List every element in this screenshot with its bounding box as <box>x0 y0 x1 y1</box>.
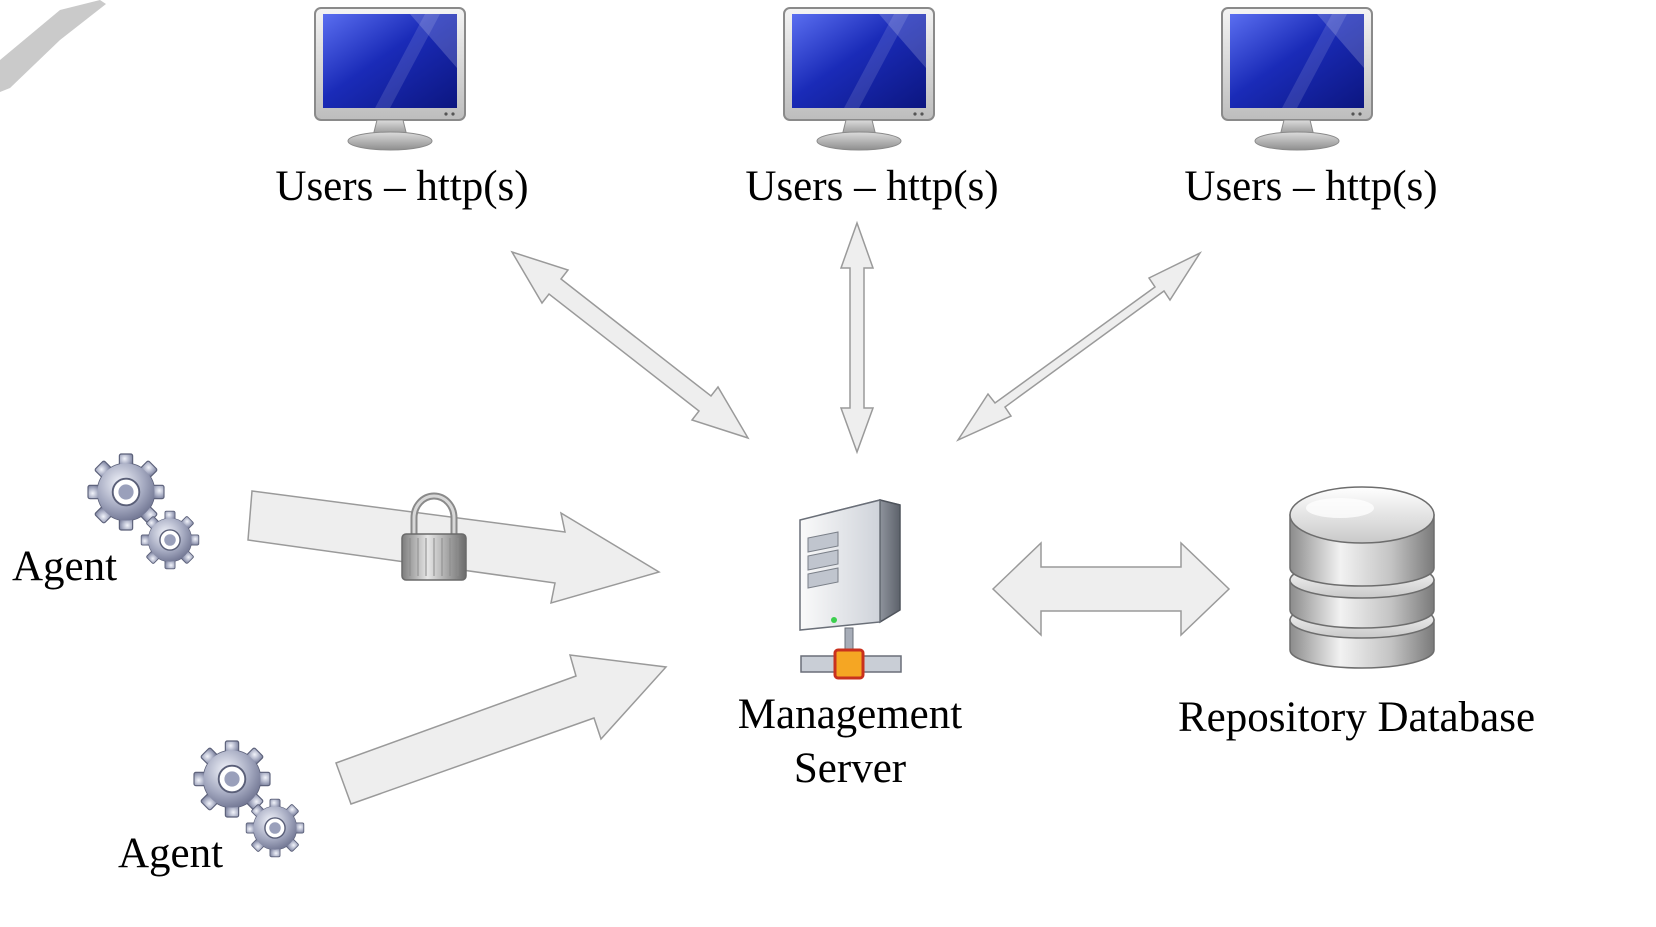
corner-decoration <box>0 0 106 92</box>
repository-database-node[interactable] <box>1289 486 1435 669</box>
arrow-server-database[interactable] <box>991 541 1231 637</box>
monitor-icon <box>783 7 935 151</box>
server-icon <box>799 499 902 680</box>
users-1-label: Users – http(s) <box>275 163 529 210</box>
management-server-node[interactable] <box>799 499 902 680</box>
arrow-users-1-server <box>510 250 750 440</box>
repository-database-label: Repository Database <box>1178 694 1536 741</box>
agent-1-label: Agent <box>12 543 118 590</box>
arrow-users-3-server <box>955 251 1203 442</box>
users-1-node[interactable] <box>314 7 466 151</box>
monitor-icon <box>1221 7 1373 151</box>
users-3-label: Users – http(s) <box>1184 163 1438 210</box>
lock-icon <box>401 492 467 581</box>
management-server-label-line1: Management <box>737 691 963 738</box>
agent-2-label: Agent <box>118 830 224 877</box>
users-2-label: Users – http(s) <box>745 163 999 210</box>
monitor-icon <box>314 7 466 151</box>
arrow-agent-2-server[interactable] <box>335 654 668 805</box>
users-2-node[interactable] <box>783 7 935 151</box>
database-icon <box>1289 486 1435 669</box>
arrow-users-2-server <box>839 220 875 455</box>
users-3-node[interactable] <box>1221 7 1373 151</box>
management-server-label-line2: Server <box>793 745 907 792</box>
management-server-label: Management Server <box>700 688 1000 796</box>
